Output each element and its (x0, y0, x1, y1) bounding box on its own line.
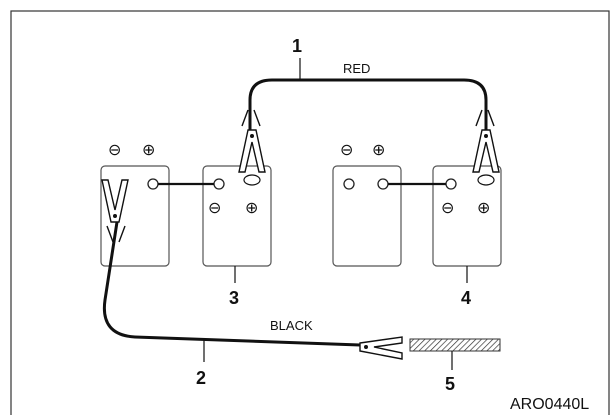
battery-discharged-left (100, 165, 170, 267)
callout-3: 3 (229, 288, 239, 308)
callout-1: 1 (292, 36, 302, 56)
terminal-post (377, 178, 389, 190)
minus-symbol: ⊖ (441, 200, 454, 217)
minus-symbol: ⊖ (340, 142, 353, 159)
figure-code: ARO0440L (510, 396, 589, 413)
callout-2: 2 (196, 368, 206, 388)
callout-5: 5 (445, 374, 455, 394)
battery-booster-left (332, 165, 402, 267)
clamp-icon (472, 109, 500, 186)
callout-4: 4 (461, 288, 471, 308)
minus-symbol: ⊖ (208, 200, 221, 217)
figure-frame (10, 10, 610, 415)
terminal-post (213, 178, 225, 190)
battery-discharged-right (202, 165, 272, 267)
ground-clamp-icon (359, 336, 403, 360)
plus-symbol: ⊕ (372, 142, 385, 159)
plus-symbol: ⊕ (142, 142, 155, 159)
black-label: BLACK (270, 318, 313, 333)
plus-symbol: ⊕ (477, 200, 490, 217)
red-cable (248, 78, 488, 130)
plus-symbol: ⊕ (245, 200, 258, 217)
terminal-post (343, 178, 355, 190)
clamp-icon (101, 179, 129, 243)
terminal-post (445, 178, 457, 190)
black-cable (102, 221, 361, 347)
red-label: RED (343, 61, 370, 76)
minus-symbol: ⊖ (108, 142, 121, 159)
clamp-icon (238, 109, 266, 186)
ground-bar (409, 338, 501, 352)
terminal-post (147, 178, 159, 190)
